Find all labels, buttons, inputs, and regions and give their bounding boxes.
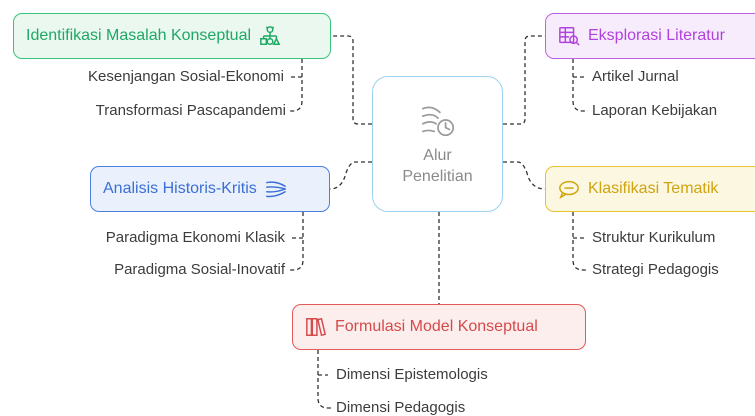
- leaf-strategi: Strategi Pedagogis: [592, 261, 719, 278]
- speech-bubble-icon: [558, 178, 580, 200]
- leaf-epistemologis: Dimensi Epistemologis: [336, 366, 488, 383]
- leaf-kesenjangan: Kesenjangan Sosial-Ekonomi: [88, 68, 284, 85]
- node-eksplorasi[interactable]: Eksplorasi Literatur: [545, 13, 755, 59]
- leaf-artikel: Artikel Jurnal: [592, 68, 679, 85]
- leaf-struktur: Struktur Kurikulum: [592, 229, 716, 246]
- flow-wind-clock-icon: [421, 106, 454, 137]
- table-search-icon: [558, 25, 580, 47]
- node-analisis[interactable]: Analisis Historis-Kritis: [90, 166, 330, 212]
- leaf-sosial-inovatif: Paradigma Sosial-Inovatif: [114, 261, 285, 278]
- books-icon: [305, 316, 327, 338]
- node-formulasi-title: Formulasi Model Konseptual: [335, 318, 538, 335]
- leaf-pedagogis: Dimensi Pedagogis: [336, 399, 466, 416]
- center-label-line2: Penelitian: [402, 168, 473, 185]
- node-identifikasi[interactable]: Identifikasi Masalah Konseptual: [13, 13, 331, 59]
- node-klasifikasi[interactable]: Klasifikasi Tematik: [545, 166, 755, 212]
- center-node: Alur Penelitian: [372, 76, 503, 212]
- hierarchy-icon: [259, 25, 281, 47]
- leaf-transformasi: Transformasi Pascapandemi: [95, 102, 286, 119]
- node-analisis-title: Analisis Historis-Kritis: [103, 180, 257, 197]
- wind-lines-icon: [265, 178, 287, 200]
- center-label-line1: Alur: [423, 147, 452, 164]
- node-klasifikasi-title: Klasifikasi Tematik: [588, 180, 719, 197]
- node-identifikasi-title: Identifikasi Masalah Konseptual: [26, 27, 252, 44]
- leaf-laporan: Laporan Kebijakan: [592, 102, 718, 119]
- leaf-ekonomi-klasik: Paradigma Ekonomi Klasik: [105, 229, 285, 246]
- node-formulasi[interactable]: Formulasi Model Konseptual: [292, 304, 586, 350]
- node-eksplorasi-title: Eksplorasi Literatur: [588, 27, 725, 44]
